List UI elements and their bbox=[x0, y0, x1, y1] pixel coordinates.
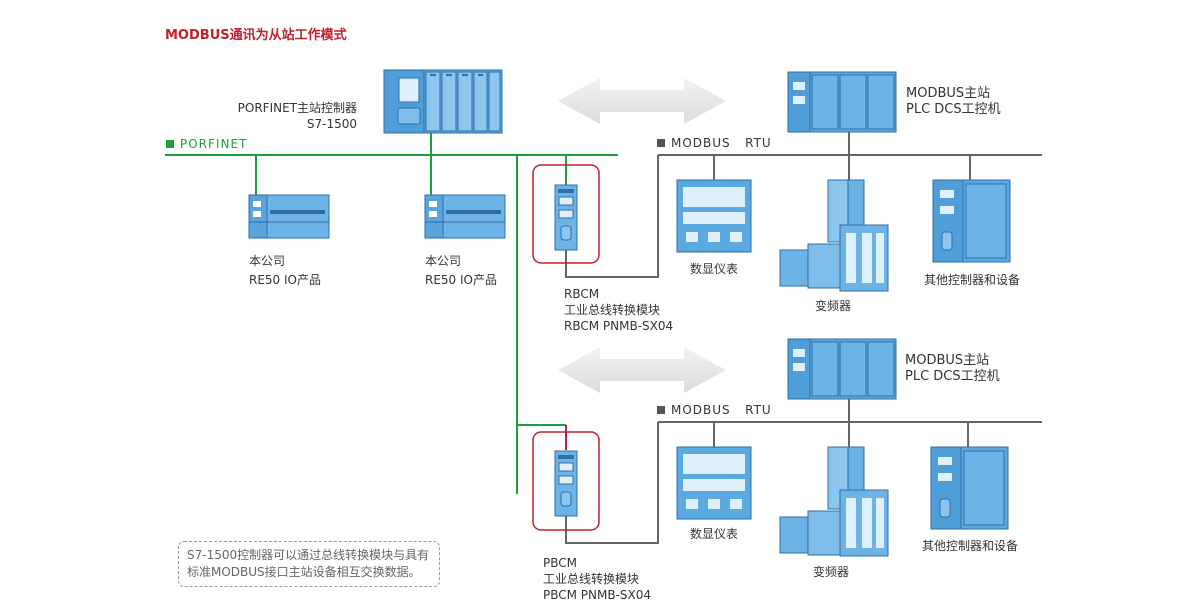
io-left-product: RE50 IO产品 bbox=[249, 273, 321, 287]
inverter-top-label: 变频器 bbox=[814, 299, 851, 313]
rbcm-highlight-box bbox=[532, 164, 600, 264]
other-top-label: 其他控制器和设备 bbox=[923, 273, 1020, 287]
modbus-bottom-bus-label: MODBUS RTU bbox=[657, 402, 772, 418]
io-module-right-icon bbox=[424, 194, 506, 239]
modbus-bottom-master-desc: PLC DCS工控机 bbox=[905, 369, 1000, 384]
inverter-bottom-icon bbox=[779, 446, 889, 557]
io-right-label: 本公司 RE50 IO产品 bbox=[425, 252, 497, 290]
pbcm-label: PBCM 工业总线转换模块 PBCM PNMB-SX04 bbox=[543, 555, 651, 603]
modbus-top-bus-label: MODBUS RTU bbox=[657, 135, 772, 151]
modbus-bottom-master-label: MODBUS主站 PLC DCS工控机 bbox=[905, 353, 1000, 385]
modbus-bottom-square-icon bbox=[657, 406, 665, 414]
rbcm-module-icon bbox=[554, 184, 578, 251]
porfinet-network bbox=[165, 133, 618, 494]
io-right-product: RE50 IO产品 bbox=[425, 273, 497, 287]
other-controller-top-icon bbox=[932, 179, 1011, 263]
porfinet-bus-text: PORFINET bbox=[180, 137, 248, 151]
modbus-master-bottom-icon bbox=[787, 338, 897, 400]
io-left-company: 本公司 bbox=[249, 254, 286, 268]
porfinet-controller-model: S7-1500 bbox=[306, 117, 357, 131]
pbcm-to-modbus-link bbox=[565, 422, 659, 544]
other-bottom-label: 其他控制器和设备 bbox=[921, 539, 1018, 553]
rbcm-to-modbus-link bbox=[565, 155, 659, 278]
porfinet-controller-label: PORFINET主站控制器 S7-1500 bbox=[200, 100, 357, 132]
inverter-bottom-label: 变频器 bbox=[812, 565, 849, 579]
note-line-2: 标准MODBUS接口主站设备相互交换数据。 bbox=[187, 565, 421, 579]
porfinet-bus-label: PORFINET bbox=[166, 136, 247, 152]
pbcm-highlight-box bbox=[532, 431, 600, 531]
rbcm-name: RBCM bbox=[564, 287, 600, 301]
modbus-top-master-label: MODBUS主站 PLC DCS工控机 bbox=[906, 86, 1001, 118]
modbus-top-master-desc: PLC DCS工控机 bbox=[906, 102, 1001, 117]
rbcm-desc: 工业总线转换模块 bbox=[564, 303, 661, 317]
inverter-top-icon bbox=[779, 179, 889, 292]
io-module-left-icon bbox=[248, 194, 330, 239]
pbcm-model: PBCM PNMB-SX04 bbox=[543, 588, 652, 602]
porfinet-square-icon bbox=[166, 140, 174, 148]
modbus-top-bus-text: MODBUS RTU bbox=[671, 136, 772, 150]
modbus-master-top-icon bbox=[787, 71, 897, 133]
io-left-label: 本公司 RE50 IO产品 bbox=[249, 252, 321, 290]
diagram-title: MODBUS通讯为从站工作模式 bbox=[165, 28, 347, 43]
io-right-company: 本公司 bbox=[425, 254, 462, 268]
porfinet-controller-name: PORFINET主站控制器 bbox=[237, 101, 357, 115]
exchange-arrow-top-icon bbox=[558, 78, 726, 124]
note-box: S7-1500控制器可以通过总线转换模块与具有 标准MODBUS接口主站设备相互… bbox=[178, 541, 440, 587]
rbcm-label: RBCM 工业总线转换模块 RBCM PNMB-SX04 bbox=[564, 286, 673, 334]
note-line-1: S7-1500控制器可以通过总线转换模块与具有 bbox=[187, 548, 430, 562]
modbus-bottom-bus-text: MODBUS RTU bbox=[671, 403, 772, 417]
s7-1500-controller-icon bbox=[383, 69, 503, 134]
pbcm-name: PBCM bbox=[543, 556, 577, 570]
modbus-bottom-master-name: MODBUS主站 bbox=[905, 353, 990, 368]
display-meter-top-icon bbox=[676, 179, 752, 253]
display-top-label: 数显仪表 bbox=[689, 262, 738, 276]
display-meter-bottom-icon bbox=[676, 446, 752, 520]
pbcm-desc: 工业总线转换模块 bbox=[543, 572, 640, 586]
modbus-top-square-icon bbox=[657, 139, 665, 147]
other-controller-bottom-icon bbox=[930, 446, 1009, 530]
pbcm-module-icon bbox=[554, 450, 578, 517]
exchange-arrow-bottom-icon bbox=[558, 347, 726, 393]
rbcm-model: RBCM PNMB-SX04 bbox=[564, 319, 674, 333]
modbus-top-master-name: MODBUS主站 bbox=[906, 86, 991, 101]
display-bottom-label: 数显仪表 bbox=[689, 527, 738, 541]
